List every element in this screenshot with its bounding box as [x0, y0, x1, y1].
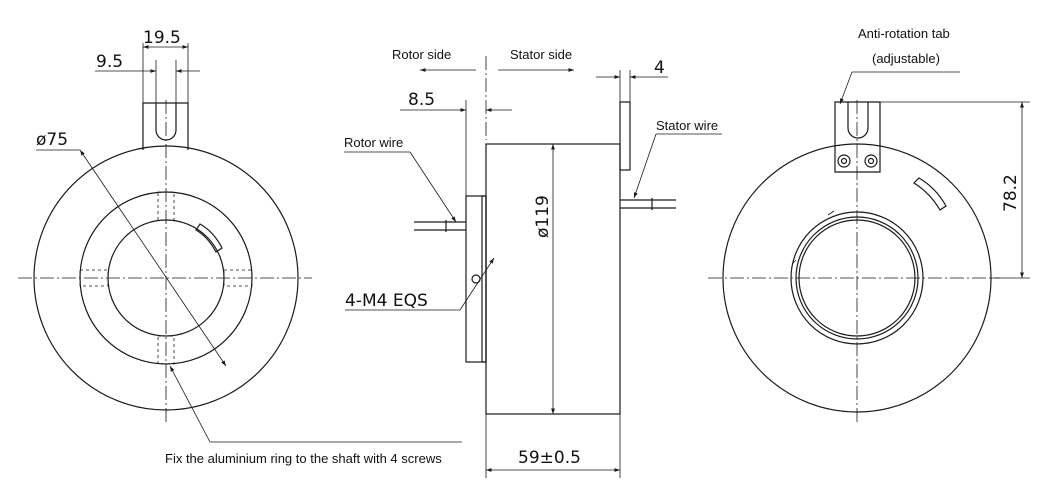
flange-thickness-dim: 8.5 — [408, 90, 435, 110]
tab-width-dim: 19.5 — [143, 28, 181, 48]
stator-end-view — [708, 71, 1030, 425]
bore-diameter-dim: ø75 — [36, 130, 68, 150]
adjustable-label: (adjustable) — [872, 51, 940, 66]
rotor-side-label: Rotor side — [392, 47, 451, 62]
side-view — [344, 56, 722, 478]
stator-side-label: Stator side — [510, 47, 572, 62]
tab-slot-dim: 9.5 — [96, 52, 123, 72]
fix-note: Fix the aluminium ring to the shaft with… — [165, 451, 442, 466]
stator-wire-label: Stator wire — [656, 118, 718, 133]
tab-height-dim: 78.2 — [1001, 174, 1021, 212]
anti-rotation-tab-label: Anti-rotation tab — [858, 26, 950, 41]
body-length-dim: 59±0.5 — [518, 448, 581, 468]
body-diameter-dim: ø119 — [533, 195, 553, 238]
rotor-wire-label: Rotor wire — [344, 135, 403, 150]
screws-dim: 4-M4 EQS — [345, 291, 428, 311]
rotor-end-view — [18, 43, 462, 443]
tab-thickness-dim: 4 — [654, 58, 665, 78]
